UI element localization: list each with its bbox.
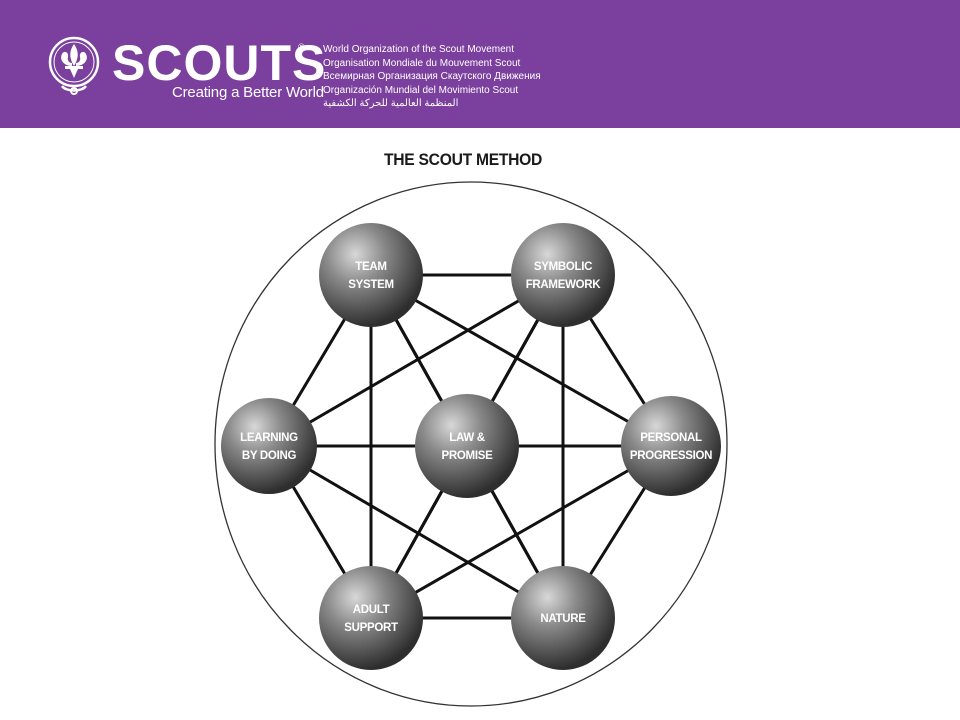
node-label-nature-0: NATURE [540,613,586,625]
node-label-law-0: LAW & [449,432,485,444]
node-learning: LEARNING BY DOING [221,398,317,494]
node-law: LAW & PROMISE [415,394,519,498]
node-label-adult-1: SUPPORT [344,622,398,634]
nodes-group: TEAM SYSTEM SYMBOLIC FRAMEWORK LEARNING BY DO… [221,223,721,670]
node-adult: ADULT SUPPORT [319,566,423,670]
node-label-symbolic-1: FRAMEWORK [526,279,602,291]
org-name-ar: المنظمة العالمية للحركة الكشفية [323,98,459,110]
node-label-symbolic-0: SYMBOLIC [534,261,592,273]
org-name-fr: Organisation Mondiale du Mouvement Scout [323,57,521,69]
node-label-team-0: TEAM [355,261,386,273]
connection-personal-adult [370,444,672,620]
brand-tagline: Creating a Better World [172,84,324,101]
fleur-de-lis-icon [48,36,100,95]
node-label-learning-1: BY DOING [242,450,297,462]
diagram-title: THE SCOUT METHOD [384,150,543,169]
node-label-personal-0: PERSONAL [640,432,702,444]
node-label-team-1: SYSTEM [348,279,394,291]
header-banner: SCOUTS ® Creating a Better World World O… [0,0,960,128]
connection-team-personal [370,273,672,448]
node-sphere-nature [511,566,615,670]
node-label-learning-0: LEARNING [240,432,298,444]
node-label-personal-1: PROGRESSION [630,450,712,462]
org-name-es: Organización Mundial del Movimiento Scou… [323,84,519,96]
node-sphere-adult [319,566,423,670]
node-sphere-symbolic [511,223,615,327]
node-sphere-personal [621,396,721,496]
node-team: TEAM SYSTEM [319,223,423,327]
org-name-en: World Organization of the Scout Movement [323,44,515,55]
org-name-ru: Всемирная Организация Скаутского Движени… [323,71,541,83]
node-personal: PERSONAL PROGRESSION [621,396,721,496]
node-symbolic: SYMBOLIC FRAMEWORK [511,223,615,327]
node-label-adult-0: ADULT [353,604,390,616]
node-label-law-1: PROMISE [442,450,494,462]
registered-mark: ® [298,42,305,52]
organization-names: World Organization of the Scout Movement… [323,43,541,111]
connection-learning-nature [268,444,564,620]
outer-circle [214,181,728,707]
node-nature: NATURE [511,566,615,670]
node-sphere-team [319,223,423,327]
brand-name: SCOUTS [112,35,327,91]
node-sphere-law [415,394,519,498]
node-sphere-learning [221,398,317,494]
connection-symbolic-learning [268,273,564,448]
